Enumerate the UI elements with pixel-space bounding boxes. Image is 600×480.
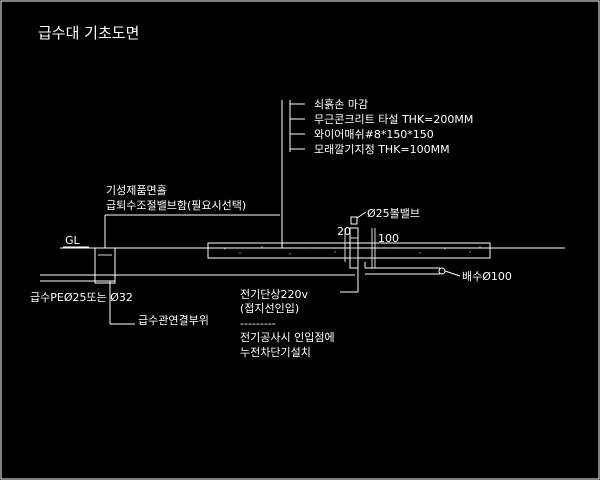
finish-label: 쇠흙손 마감: [314, 98, 368, 111]
power-dashes: ---------: [240, 317, 276, 330]
gravel-label: 모래깔기지정 THK=100MM: [314, 142, 450, 156]
dim-100-label: 100: [378, 232, 399, 245]
fixture-label-1: 기성제품면홀: [106, 184, 167, 197]
supply-pipe-label: 급수PEØ25또는 Ø32: [30, 291, 133, 304]
ball-valve-leader: [356, 211, 367, 219]
note-line-2: 누전차단기설치: [240, 346, 311, 359]
power-label-2: (접지선인입): [240, 302, 299, 315]
wiremesh-label: 와이어매쉬#8*150*150: [314, 128, 434, 141]
power-label-1: 전기단상220v: [240, 288, 308, 301]
drain-end: [438, 267, 446, 275]
gl-label: GL: [65, 234, 81, 247]
dim-20-label: 20: [337, 225, 351, 238]
slab-hatch: [224, 246, 481, 255]
concrete-label: 무근콘크리트 타설 THK=200MM: [314, 113, 473, 126]
note-line-1: 전기공사시 인입점에: [240, 331, 335, 344]
drawing-title: 급수대 기초도면: [38, 24, 139, 42]
ball-valve-label: Ø25볼밸브: [367, 207, 420, 220]
fixture-label-2: 급퇴수조절밸브함(필요시선택): [106, 199, 246, 212]
ball-valve: [350, 216, 358, 225]
drain-leader: [444, 270, 461, 277]
drain-label: 배수Ø100: [462, 270, 512, 283]
valve-box: [94, 247, 116, 284]
concrete-slab: [207, 242, 491, 259]
supply-connection-label: 급수관연결부위: [138, 314, 209, 327]
